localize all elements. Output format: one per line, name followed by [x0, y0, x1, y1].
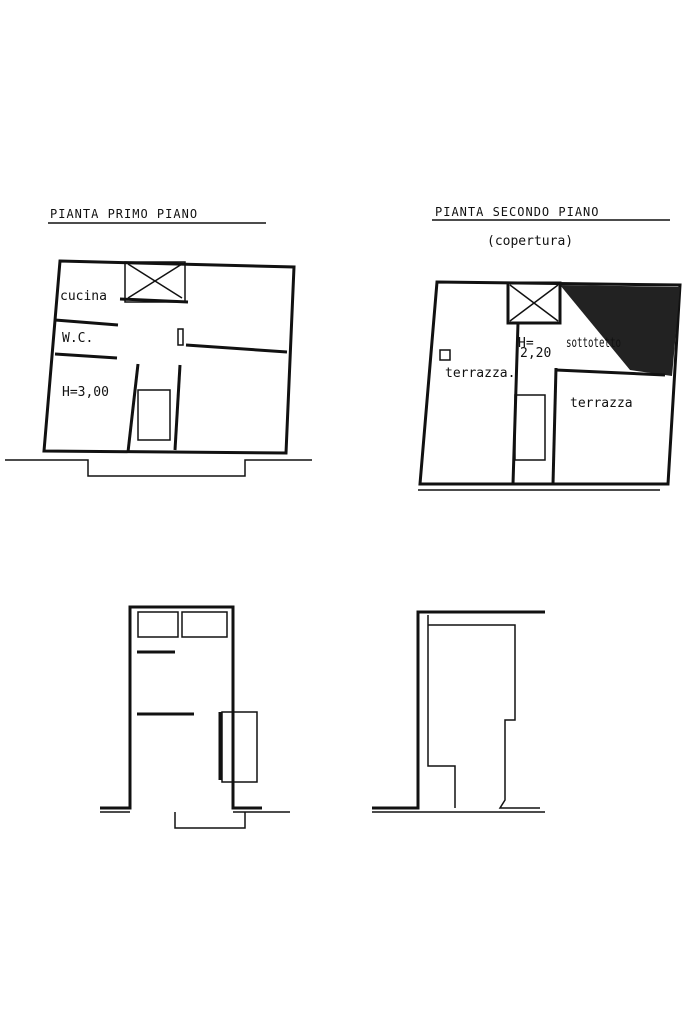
first-floor-title: PIANTA PRIMO PIANO: [50, 207, 198, 221]
section-plan: [372, 610, 545, 813]
terrace-wall: [555, 368, 666, 377]
void-cross: [127, 263, 183, 299]
second-floor-title: PIANTA SECONDO PIANO: [435, 205, 600, 219]
attic-roof-hatch: [560, 285, 680, 376]
first-floor-plan: PIANTA PRIMO PIANO cucina W.C. H=3,00: [5, 207, 312, 477]
fixture: [137, 611, 179, 638]
outer-wall: [100, 605, 262, 810]
terrace-label-right: terrazza: [570, 396, 633, 411]
void-cross: [509, 284, 559, 322]
stair-wall: [126, 363, 140, 453]
outer-wall: [372, 610, 545, 810]
wc-wall: [54, 352, 118, 360]
attic-height-value: 2,20: [520, 346, 551, 361]
outer-wall: [418, 280, 682, 486]
ground-floor-plan: [100, 605, 290, 829]
room-label-wc: W.C.: [62, 331, 93, 346]
height-label: H=3,00: [62, 385, 109, 400]
step: [174, 812, 246, 829]
stair-wall: [551, 367, 558, 485]
stair-wall: [173, 364, 182, 451]
street-line: [5, 459, 312, 477]
pillar: [177, 328, 184, 346]
outer-wall: [42, 259, 296, 455]
skylight: [439, 349, 451, 361]
stairwell-void: [506, 281, 562, 325]
staircase: [137, 389, 171, 441]
second-floor-plan: PIANTA SECONDO PIANO (copertura) H= 2,20…: [418, 205, 682, 491]
kitchen-wall: [119, 297, 189, 304]
attic-height-prefix: H=: [518, 336, 534, 351]
attic-label: sottotetto: [566, 336, 621, 351]
staircase: [221, 711, 258, 783]
partition-wall: [185, 343, 288, 354]
terrace-label-left: terrazza.: [445, 366, 515, 381]
second-floor-subtitle: (copertura): [487, 234, 573, 249]
staircase: [514, 394, 546, 461]
room-label-kitchen: cucina: [60, 289, 107, 304]
wc-wall: [54, 318, 119, 327]
inner-outline: [427, 615, 540, 809]
fixture: [181, 611, 228, 638]
